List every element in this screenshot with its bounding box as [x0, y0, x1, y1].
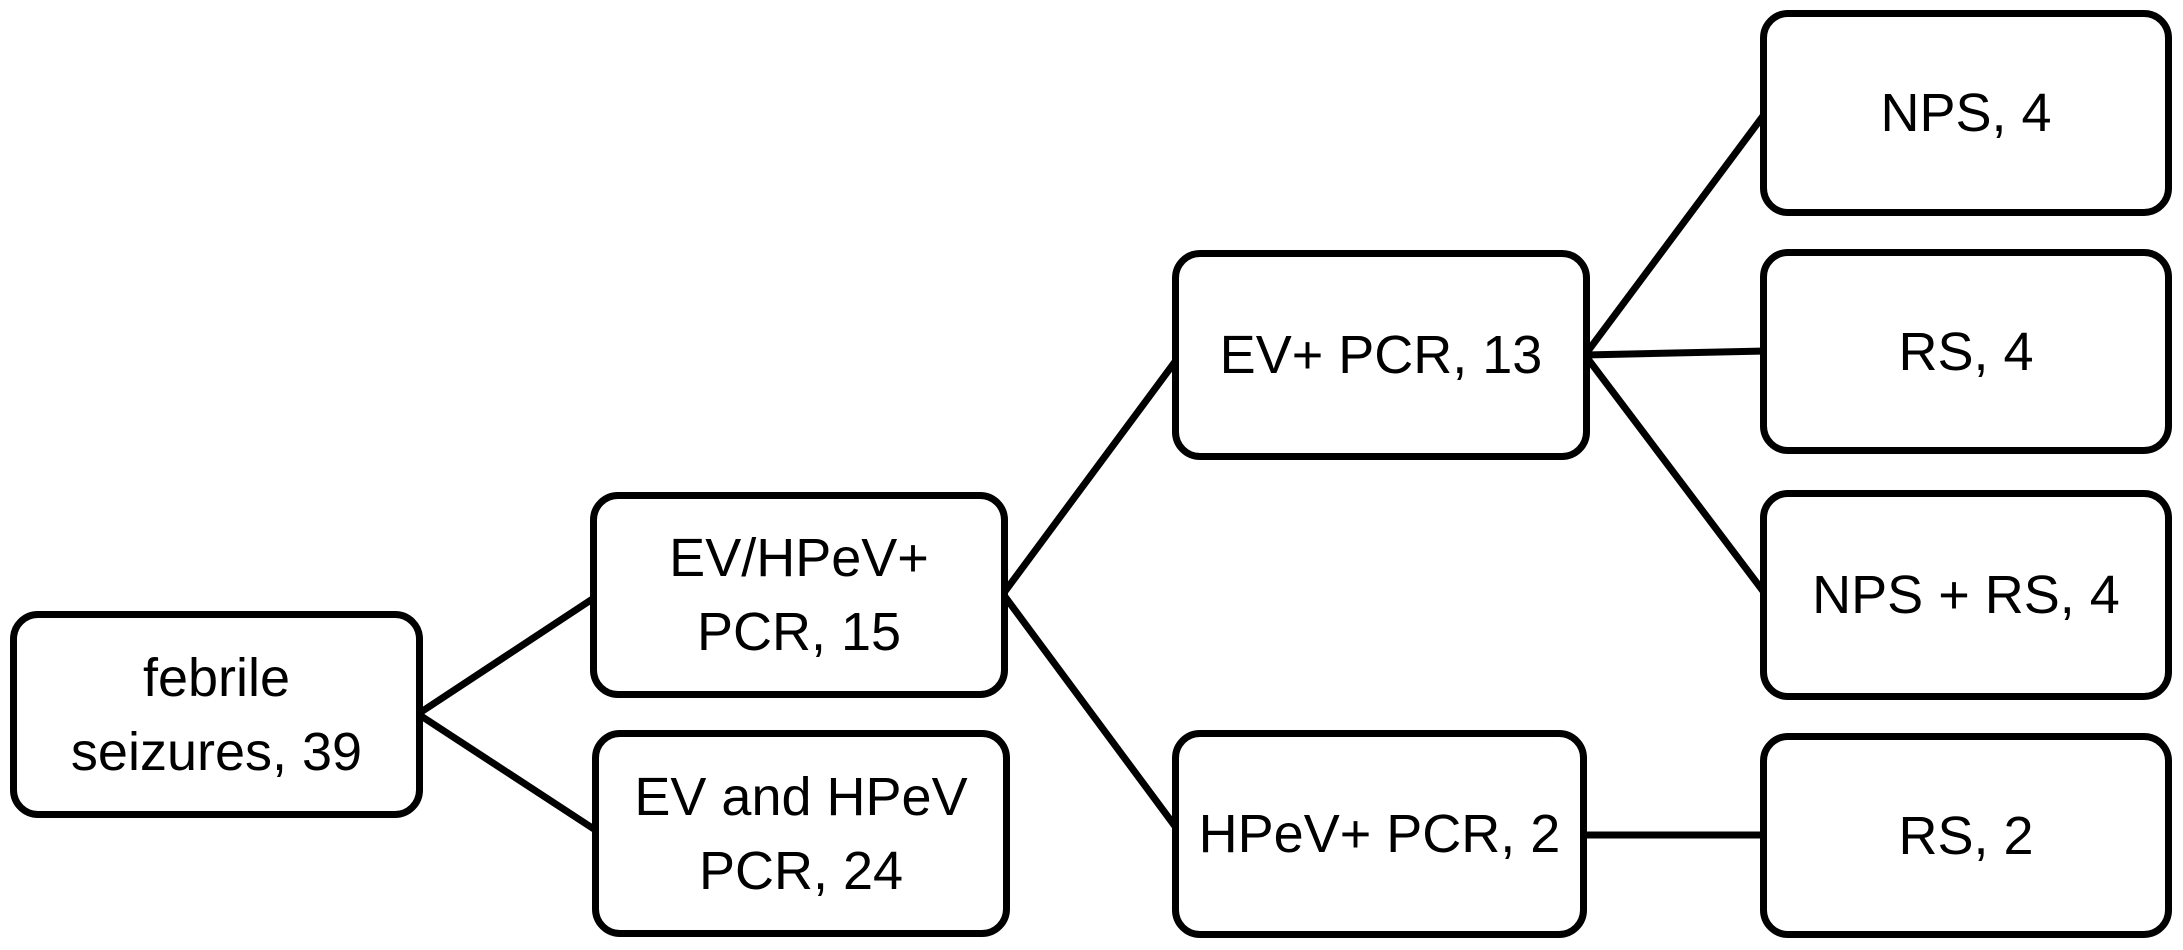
node-ev-and-hpev-pcr-label: EV and HPeV PCR, 24 — [634, 760, 967, 908]
node-ev-pos-pcr: EV+ PCR, 13 — [1172, 250, 1590, 460]
node-label-line: RS, 2 — [1898, 805, 2034, 866]
edge-ev-pos-to-nps4 — [1581, 108, 1770, 359]
node-rs-2-label: RS, 2 — [1898, 799, 2033, 873]
node-label-line: HPeV+ PCR, 2 — [1198, 804, 1561, 864]
node-nps-rs-4: NPS + RS, 4 — [1760, 490, 2172, 700]
node-label-line: EV and HPeV — [634, 766, 968, 827]
edge-evhpev-pos-to-hpev-pos — [999, 590, 1184, 837]
node-rs-4-label: RS, 4 — [1898, 315, 2033, 389]
node-label-line: RS, 4 — [1898, 321, 2034, 382]
node-rs-2: RS, 2 — [1760, 733, 2172, 938]
edge-ev-pos-to-npsrs4 — [1581, 351, 1770, 599]
edge-febrile-to-evhpev-pos — [414, 590, 604, 718]
node-hpev-pos-pcr: HPeV+ PCR, 2 — [1172, 730, 1587, 938]
node-hpev-pos-pcr-label: HPeV+ PCR, 2 — [1199, 797, 1561, 871]
node-nps-4: NPS, 4 — [1760, 10, 2172, 216]
node-ev-pos-pcr-label: EV+ PCR, 13 — [1220, 318, 1543, 392]
node-label-line: PCR, 15 — [696, 602, 902, 662]
node-label-line: EV/HPeV+ — [669, 528, 929, 588]
node-label-line: febrile — [142, 647, 291, 708]
node-febrile-seizures-label: febrile seizures, 39 — [71, 641, 362, 789]
node-label-line: EV+ PCR, 13 — [1219, 325, 1543, 385]
node-ev-hpev-pos-pcr-label: EV/HPeV+ PCR, 15 — [669, 521, 929, 669]
edge-evhpev-pos-to-ev-pos — [999, 351, 1184, 598]
edge-ev-pos-to-rs4 — [1581, 347, 1770, 359]
node-label-line: NPS + RS, 4 — [1812, 565, 2120, 625]
node-ev-and-hpev-pcr: EV and HPeV PCR, 24 — [592, 730, 1010, 937]
node-nps-rs-4-label: NPS + RS, 4 — [1812, 558, 2120, 632]
node-febrile-seizures: febrile seizures, 39 — [10, 611, 423, 818]
edge-febrile-to-ev-and-hpev — [414, 710, 604, 837]
node-ev-hpev-pos-pcr: EV/HPeV+ PCR, 15 — [590, 492, 1008, 698]
node-label-line: NPS, 4 — [1880, 83, 2052, 143]
node-nps-4-label: NPS, 4 — [1880, 76, 2051, 150]
node-label-line: seizures, 39 — [70, 721, 363, 782]
node-label-line: PCR, 24 — [698, 840, 904, 901]
node-rs-4: RS, 4 — [1760, 249, 2172, 454]
